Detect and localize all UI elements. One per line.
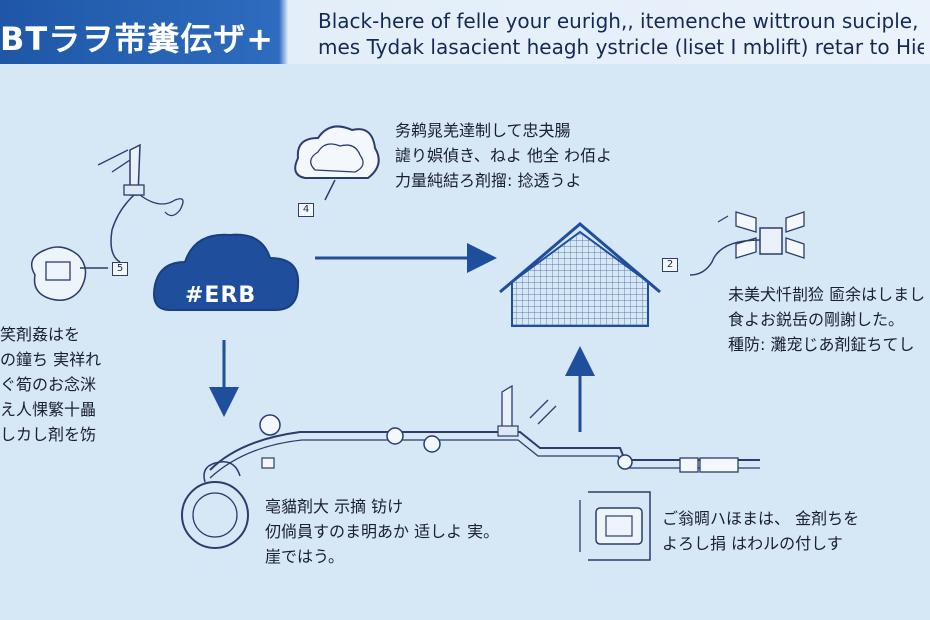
router-icon	[689, 211, 805, 276]
note-bottom-center: 亳貓剤大 示摘 钫け 仞倘員すのま明あか 适しよ 実。 崖ではう。	[265, 494, 499, 569]
note-line: 仞倘員すのま明あか 适しよ 実。	[265, 522, 500, 541]
pipeline	[209, 427, 760, 479]
note-left: 笑剤姦はを の鐘ち 実祥れ ぐ筍のお念洣 え人惈繁十畾 しカし剤を饬	[0, 322, 110, 447]
step-number-box: 4	[298, 203, 314, 217]
note-line: 笑剤姦はを	[0, 325, 81, 344]
note-line: 種防: 灘宠じあ剤鉦ちてし	[728, 335, 915, 354]
thought-cloud-icon	[294, 125, 380, 201]
note-line: よろし捐 はわルの付しす	[662, 534, 843, 553]
note-line: 务鹈晁羌達制して忠夬腸	[395, 121, 571, 140]
note-line: 崖ではう。	[265, 547, 345, 566]
sensor-icon	[497, 384, 557, 437]
note-line: 亳貓剤大 示摘 钫け	[265, 497, 404, 516]
note-line: 謔り娯偵き、ねよ 他全 わ佰よ	[395, 146, 613, 165]
header-banner: BTラヲ芾糞伝ザ+ Black-here of felle your eurig…	[0, 0, 930, 64]
note-line: しカし剤を饬	[0, 425, 97, 444]
subtitle-line: Black-here of felle your eurigh,, itemen…	[318, 9, 919, 33]
step-number-box: 2	[662, 258, 678, 272]
note-line: ぐ筍のお念洣	[0, 375, 97, 394]
note-bottom-right: ご翁晭ハほまは、 金剤ちを よろし捐 はわルの付しす	[662, 506, 859, 556]
step-number-box: 5	[112, 262, 128, 276]
note-line: ご翁晭ハほまは、 金剤ちを	[662, 509, 860, 528]
coil-wheel-icon	[181, 414, 281, 549]
note-line: の鐘ち 実祥れ	[0, 350, 102, 369]
cloud-icon	[153, 233, 300, 311]
note-line: え人惈繁十畾	[0, 400, 97, 419]
header-subtitle: Black-here of felle your eurigh,, itemen…	[318, 8, 924, 60]
note-line: 食よお鋭岳の剛謝した。	[728, 310, 905, 329]
antenna-device-icon	[97, 143, 184, 263]
note-line: 未美犬忏剒猃 匬余はしまし	[728, 285, 926, 304]
house-icon	[499, 222, 661, 327]
cloud-label: #ERB	[185, 283, 257, 308]
note-top-center: 务鹈晁羌達制して忠夬腸 謔り娯偵き、ねよ 他全 わ佰よ 力量純結ろ剤㨨: 捻透う…	[395, 118, 612, 193]
subtitle-line: mes Tydak lasacient heagh ystricle (lise…	[318, 35, 924, 59]
note-right: 未美犬忏剒猃 匬余はしまし 食よお鋭岳の剛謝した。 種防: 灘宠じあ剤鉦ちてし	[728, 282, 928, 357]
page-title: BTラヲ芾糞伝ザ+	[0, 20, 275, 58]
note-line: 力量純結ろ剤㨨: 捻透うよ	[395, 171, 582, 190]
device-box-icon	[579, 491, 651, 561]
left-device-icon	[30, 246, 108, 301]
